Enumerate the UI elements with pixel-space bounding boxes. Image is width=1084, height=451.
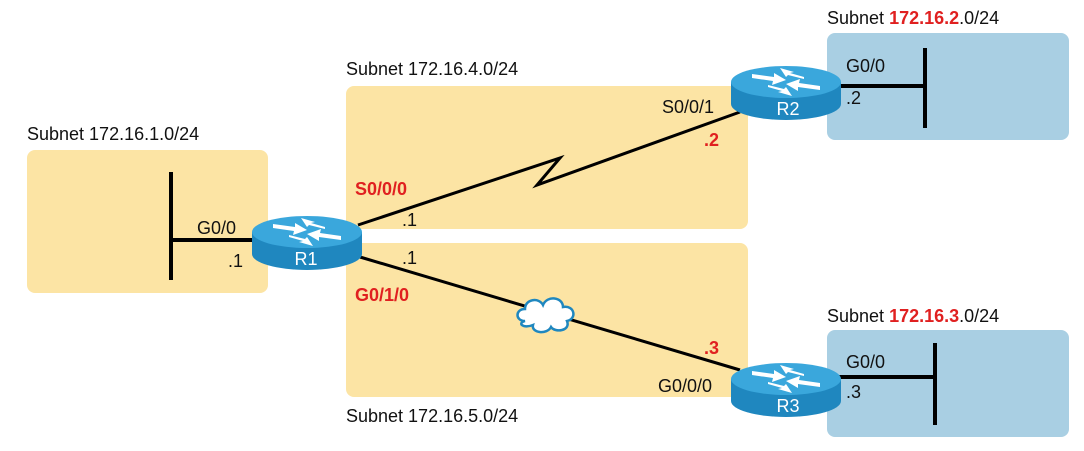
r1-s000-interface: S0/0/0 [355,179,407,199]
subnet-lan2-prefix: Subnet [827,8,889,28]
router-r1-label: R1 [294,249,317,269]
subnet-lan3-area [827,330,1069,437]
subnet-lan2-highlight: 172.16.2 [889,8,959,28]
router-r3-label: R3 [776,396,799,416]
subnet-lan1-area [27,150,268,293]
r3-g000-interface: G0/0/0 [658,376,712,396]
r2-s001-ip: .2 [704,130,719,150]
r2-g00-ip: .2 [846,88,861,108]
subnet-wan5-label: Subnet 172.16.5.0/24 [346,406,518,426]
r3-g00-interface: G0/0 [846,352,885,372]
subnet-lan2-suffix: .0/24 [959,8,999,28]
subnet-lan3-suffix: .0/24 [959,306,999,326]
r1-g010-ip: .1 [402,248,417,268]
subnet-lan2-area [827,33,1069,140]
r3-g000-ip: .3 [704,338,719,358]
router-r1[interactable]: R1 [252,216,362,270]
subnet-wan4-area [346,86,748,229]
subnet-lan2-label: Subnet 172.16.2.0/24 [827,8,999,28]
r1-s000-ip: .1 [402,210,417,230]
router-r2-label: R2 [776,99,799,119]
router-r3[interactable]: R3 [731,363,841,417]
r1-g00-ip: .1 [228,251,243,271]
r2-s001-interface: S0/0/1 [662,97,714,117]
r1-g00-interface: G0/0 [197,218,236,238]
subnet-lan3-prefix: Subnet [827,306,889,326]
router-r2[interactable]: R2 [731,66,841,120]
subnet-lan3-highlight: 172.16.3 [889,306,959,326]
subnet-wan4-label: Subnet 172.16.4.0/24 [346,59,518,79]
serial-link-r1-r2 [357,110,741,227]
subnet-lan3-label: Subnet 172.16.3.0/24 [827,306,999,326]
r2-g00-interface: G0/0 [846,56,885,76]
subnet-lan1-label: Subnet 172.16.1.0/24 [27,124,199,144]
r3-g00-ip: .3 [846,382,861,402]
r1-g010-interface: G0/1/0 [355,285,409,305]
